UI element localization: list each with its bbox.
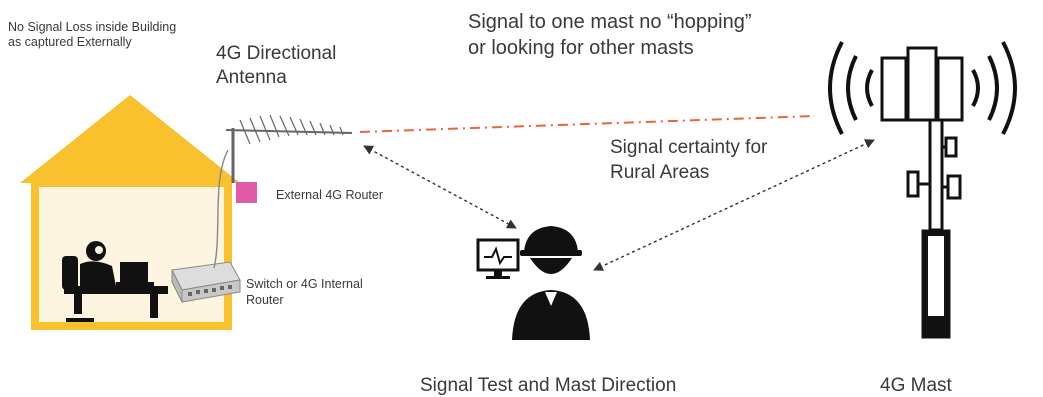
signal-line xyxy=(359,115,816,133)
antenna-to-tester-arrow xyxy=(363,145,517,229)
house xyxy=(20,95,240,330)
certainty-label: Signal certainty for Rural Areas xyxy=(610,137,768,183)
switch-label: Switch or 4G Internal Router xyxy=(246,277,363,308)
antenna-cable xyxy=(213,149,229,269)
house-roof xyxy=(20,95,240,183)
hopping-label: Signal to one mast no “hopping” or looki… xyxy=(468,11,752,59)
mast-icon xyxy=(828,41,1017,339)
signal-test-label: Signal Test and Mast Direction xyxy=(420,375,677,396)
directional-antenna-icon xyxy=(225,114,353,183)
mast-label: 4G Mast xyxy=(880,375,952,396)
switch-icon xyxy=(171,261,241,303)
building-note-label: No Signal Loss inside Building as captur… xyxy=(8,20,177,49)
antenna-label: 4G Directional Antenna xyxy=(216,43,337,88)
engineer-icon xyxy=(476,226,590,340)
external-router-icon xyxy=(236,182,257,203)
worker-at-desk-icon xyxy=(62,241,168,322)
external-router-label: External 4G Router xyxy=(276,188,383,202)
house-wall xyxy=(31,179,232,330)
